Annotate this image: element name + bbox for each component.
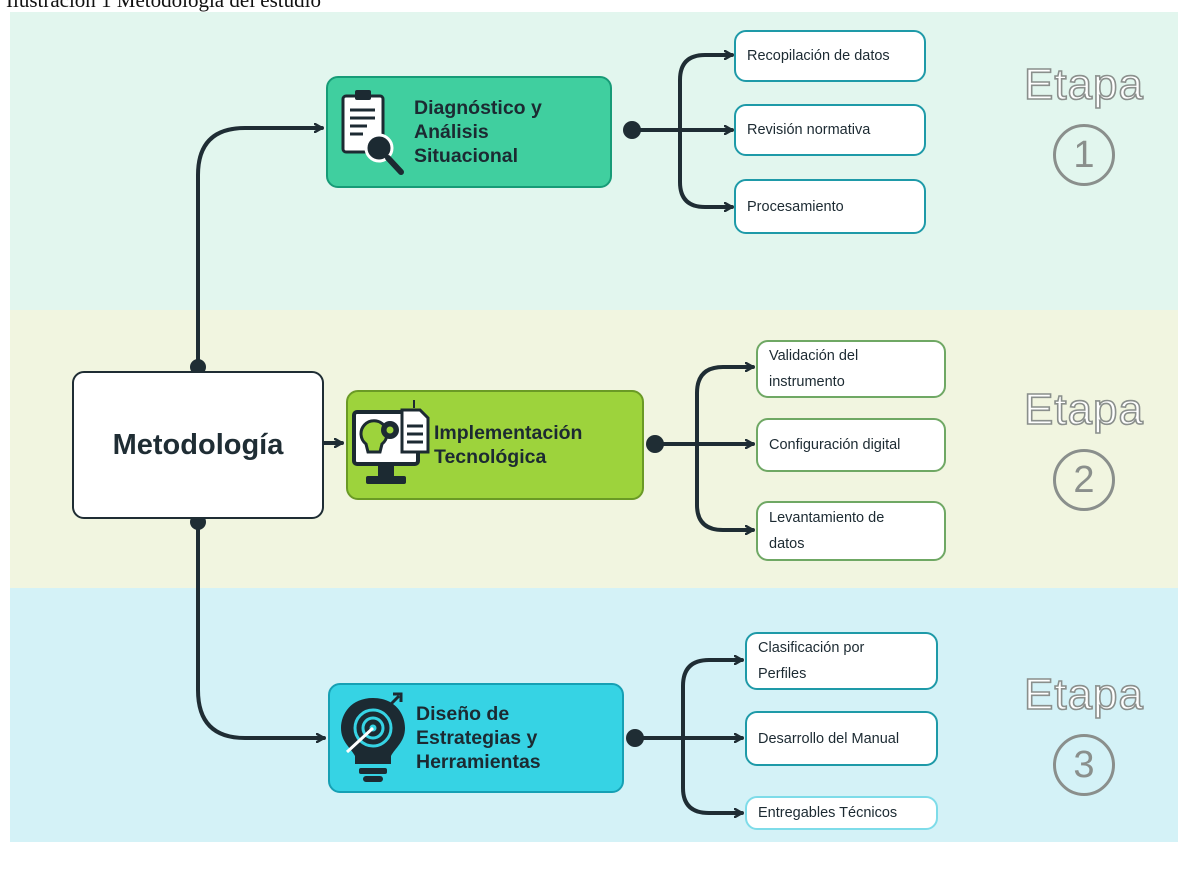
- leaf-label: Clasificación por Perfiles: [758, 640, 865, 682]
- etapa-number-circle: 1: [1053, 124, 1115, 186]
- leaf-label: Desarrollo del Manual: [758, 730, 900, 747]
- etapa-word: Etapa: [1023, 59, 1144, 110]
- stage-3-label: Diseño de Estrategias y Herramientas: [416, 703, 541, 773]
- etapa-1-marker: Etapa 1: [1014, 59, 1154, 186]
- leaf-label: Revisión normativa: [747, 122, 871, 138]
- lightbulb-target-icon: [330, 685, 416, 791]
- stage-1-label: Diagnóstico y Análisis Situacional: [414, 97, 542, 167]
- etapa-word: Etapa: [1023, 669, 1144, 720]
- figure-caption: Ilustración 1 Metodología del estudio: [6, 0, 321, 12]
- etapa-3-marker: Etapa 3: [1014, 669, 1154, 796]
- leaf-revision-normativa: Revisión normativa: [734, 104, 926, 156]
- leaf-label: Levantamiento de datos: [769, 510, 885, 552]
- leaf-entregables-tecnicos: Entregables Técnicos: [745, 796, 938, 830]
- connector-stage-3-leaf-3: [681, 736, 744, 813]
- leaf-levantamiento-datos: Levantamiento de datos: [756, 501, 946, 561]
- computer-gears-document-icon: [348, 392, 434, 498]
- etapa-number-circle: 2: [1053, 449, 1115, 511]
- leaf-label: Recopilación de datos: [747, 48, 890, 64]
- leaf-recopilacion-datos: Recopilación de datos: [734, 30, 926, 82]
- connector-stage-2-leaf-3: [695, 442, 755, 530]
- junction-dot: [646, 435, 664, 453]
- stage-2-label: Implementación Tecnológica: [434, 422, 583, 468]
- junction-dot: [623, 121, 641, 139]
- leaf-label: Procesamiento: [747, 198, 844, 215]
- leaf-procesamiento: Procesamiento: [734, 179, 926, 234]
- connector-stage-3-leaf-1: [681, 660, 744, 740]
- leaf-clasificacion-perfiles: Clasificación por Perfiles: [745, 632, 938, 690]
- leaf-configuracion-digital: Configuración digital: [756, 418, 946, 472]
- connector-stage-1-leaf-3: [678, 128, 734, 207]
- etapa-word: Etapa: [1023, 384, 1144, 435]
- connector-stage-2-leaf-1: [695, 367, 755, 446]
- connector-root-stage-3: [196, 520, 326, 738]
- leaf-label: Configuración digital: [769, 437, 901, 453]
- connector-stage-1-leaf-1: [678, 55, 734, 132]
- leaf-validacion-instrumento: Validación del instrumento: [756, 340, 946, 398]
- root-label: Metodología: [112, 428, 284, 461]
- stage-1-node: Diagnóstico y Análisis Situacional: [326, 76, 612, 188]
- stage-2-node: Implementación Tecnológica: [346, 390, 644, 500]
- leaf-label: Entregables Técnicos: [758, 805, 898, 821]
- leaf-label: Validación del instrumento: [769, 348, 859, 390]
- clipboard-magnifier-icon: [328, 78, 414, 186]
- connector-root-stage-1: [196, 128, 324, 369]
- etapa-2-marker: Etapa 2: [1014, 384, 1154, 511]
- stage-3-node: Diseño de Estrategias y Herramientas: [328, 683, 624, 793]
- root-node: Metodología: [72, 371, 324, 519]
- junction-dot: [626, 729, 644, 747]
- leaf-desarrollo-manual: Desarrollo del Manual: [745, 711, 938, 766]
- etapa-number-circle: 3: [1053, 734, 1115, 796]
